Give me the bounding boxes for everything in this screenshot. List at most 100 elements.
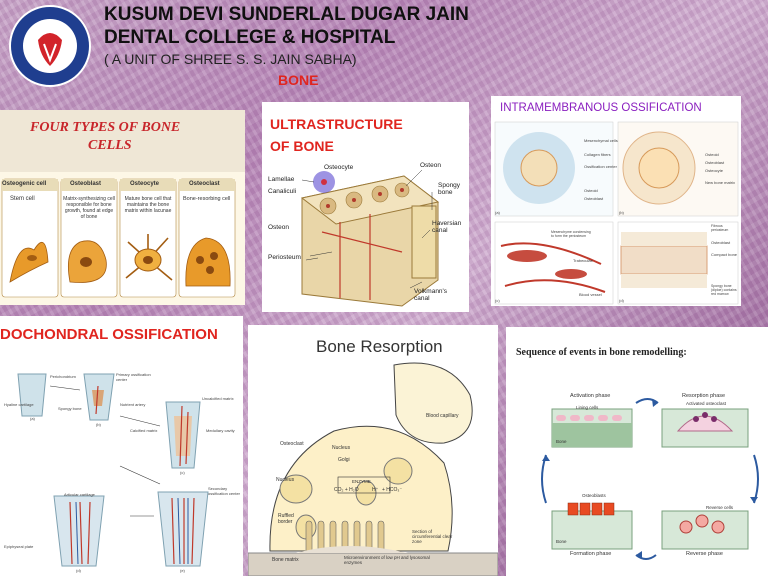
endo-panel-a: (a) [30,416,35,421]
college-affiliation: ( A UNIT OF SHREE S. S. JAIN SABHA) [104,51,357,67]
intra-panel-a: (a) [495,210,500,215]
intra-c-label-3: Blood vessel [579,292,602,297]
cell-desc-osteogenic: Stem cell [10,196,35,202]
cell-name-osteoclast: Osteoclast [189,181,220,187]
resorption-title: Bone Resorption [316,337,443,356]
resorption-label-bone-matrix: Bone matrix [272,557,299,563]
endo-label-nutrient-artery: Nutrient artery [120,402,146,407]
resorption-label-clear-zone: Section of circumferential clear zone [412,529,453,544]
endo-label-secondary-center: Secondary ossification center [208,486,241,496]
ultrastructure-title-line2: OF BONE [270,138,334,154]
resorption-label-ruffled-border: Ruffled border [278,513,294,525]
remodelling-title: Sequence of events in bone remodelling: [516,347,687,358]
intra-b-label-4: New bone matrix [705,180,736,185]
resorption-label-hplus: H⁺ [372,487,379,493]
cell-desc-osteoblast: Matrix-synthesizing cell responsible for… [63,196,115,220]
remodel-label-activated-osteoclast: Activated osteoclast [686,401,727,406]
bone-cells-title-line1: FOUR TYPES OF BONE [30,120,181,135]
label-osteocyte: Osteocyte [324,164,354,171]
endo-label-articular-cartilage: Articular cartilage [64,492,95,497]
endo-panel-d: (d) [76,568,81,573]
endo-panel-e: (e) [180,568,185,573]
phase-activation: Activation phase [570,393,611,399]
intra-d-label-4: Spongy bone (diploe) contains red marrow [711,284,737,296]
endo-label-calcified-matrix: Calcified matrix [130,428,158,433]
remodelling-panel: Sequence of events in bone remodelling: … [506,327,768,576]
intra-a-label-3: Ossification center [584,164,617,169]
resorption-label-co2: CO₂ + H₂O [334,487,359,493]
remodelling-illustration [541,398,759,560]
remodel-label-bone-bottom: Bone [556,539,567,544]
intramembranous-title: INTRAMEMBRANOUS OSSIFICATION [500,102,702,114]
endo-panel-c: (c) [180,470,185,475]
endochondral-panel: DOCHONDRAL OSSIFICATION Perichondrium Hy… [0,316,243,576]
intra-a-label-1: Mesenchymal cells [584,138,618,143]
endo-label-uncalcified-matrix: Uncalcified matrix [202,396,234,401]
label-periosteum: Periosteum [268,254,301,261]
cell-name-osteoblast: Osteoblast [70,181,102,187]
label-haversian-canal: Haversian canal [432,220,462,234]
college-name-line2: DENTAL COLLEGE & HOSPITAL [104,27,396,48]
intra-d-label-3: Compact bone [711,252,738,257]
intra-a-label-4: Osteoid [584,188,598,193]
bone-cross-section-illustration [300,169,440,307]
resorption-label-golgi: Golgi [338,457,350,463]
intramembranous-illustration [494,121,739,305]
intra-d-label-1: Fibrous periosteum [711,224,729,232]
intra-b-label-3: Osteocyte [705,168,724,173]
intra-c-label-2: Trabeculae [573,258,593,263]
label-canaliculi: Canaliculi [268,188,297,195]
resorption-label-osteoclast: Osteoclast [280,441,304,447]
bone-cells-panel: FOUR TYPES OF BONE CELLS Osteogenic cell… [0,110,245,305]
endo-panel-b: (b) [96,422,101,427]
intra-d-label-2: Osteoblast [711,240,731,245]
phase-resorption: Resorption phase [682,393,726,399]
ultrastructure-panel: ULTRASTRUCTURE OF BONE Osteocyte Osteon … [262,102,469,312]
cell-name-osteocyte: Osteocyte [130,181,160,187]
endo-label-spongy-bone: Spongy bone [58,406,82,411]
cell-desc-osteoclast: Bone-resorbing cell [183,196,231,202]
resorption-illustration [248,362,498,576]
college-name-line1: KUSUM DEVI SUNDERLAL DUGAR JAIN [104,4,469,25]
intra-panel-c: (c) [495,298,500,303]
intra-a-label-5: Osteoblast [584,196,604,201]
remodel-label-reverse-cells: Reverse cells [706,505,734,510]
endo-label-primary-center: Primary ossification center [116,372,151,382]
intra-panel-b: (b) [619,210,624,215]
ultrastructure-title-line1: ULTRASTRUCTURE [270,116,403,132]
college-logo [4,4,96,88]
endochondral-title: DOCHONDRAL OSSIFICATION [0,326,218,343]
resorption-label-hco3: + HCO₃⁻ [382,487,403,493]
remodel-label-osteoblasts: Osteoblasts [582,493,606,498]
label-osteon-top: Osteon [420,162,441,169]
cell-name-osteogenic: Osteogenic cell [2,181,47,187]
intra-c-label-1: Mesenchyme condensing to form the perios… [551,230,591,238]
endo-label-perichondrium: Perichondrium [50,374,76,379]
label-spongy-bone: Spongy bone [438,182,461,196]
topic-title: BONE [278,72,319,88]
resorption-label-blood-capillary: Blood capillary [426,413,459,419]
resorption-panel: Bone Resorption Osteoclast Nucleus Golgi… [248,325,498,576]
endo-label-hyaline-cartilage: Hyaline cartilage [4,402,34,407]
remodel-label-bone-top: Bone [556,439,567,444]
endochondral-illustration [17,373,209,567]
endo-label-epiphyseal-plate: Epiphyseal plate [4,544,34,549]
intra-b-label-2: Osteoblast [705,160,725,165]
bone-cells-illustration [0,172,245,305]
resorption-label-enzyme: ENZYME [352,479,371,484]
resorption-label-microenvironment: Microenvironment of low pH and lysosomal… [344,555,430,565]
remodel-label-lining-cells: Lining cells [576,405,599,410]
intra-a-label-2: Collagen fibers [584,152,611,157]
label-lamellae: Lamellae [268,176,295,183]
intra-panel-d: (d) [619,298,624,303]
phase-formation: Formation phase [570,551,612,557]
resorption-label-nucleus-top: Nucleus [332,445,351,451]
label-osteon-side: Osteon [268,224,289,231]
label-volkmanns-canal: Volkmann's canal [414,288,448,302]
bone-cells-title-line2: CELLS [88,138,132,153]
endo-label-medullary-cavity: Medullary cavity [206,428,235,433]
phase-reverse: Reverse phase [686,551,723,557]
intra-b-label-1: Osteoid [705,152,719,157]
resorption-label-nucleus-left: Nucleus [276,477,295,483]
intramembranous-panel: INTRAMEMBRANOUS OSSIFICATION Mesenchymal… [491,96,741,306]
